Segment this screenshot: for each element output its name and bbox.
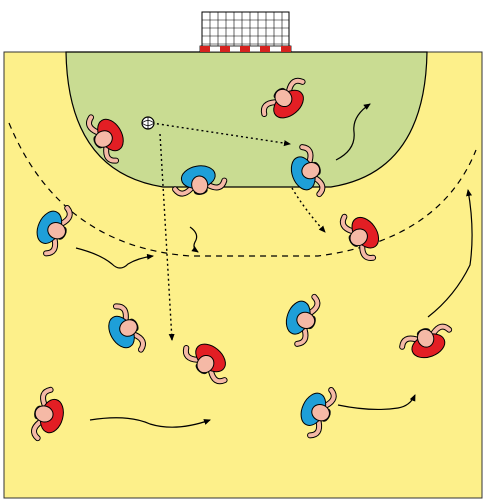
goal: [199, 11, 292, 53]
run-line: [427, 189, 473, 318]
run-line: [189, 226, 199, 253]
pass-line: [159, 133, 175, 341]
run-line: [337, 394, 416, 411]
pass-line: [151, 122, 291, 147]
goal-area: [65, 51, 428, 188]
ball-icon: [141, 116, 155, 130]
run-line: [75, 247, 154, 269]
passes: [151, 122, 326, 341]
run-line: [89, 417, 211, 428]
pass-line: [291, 187, 326, 233]
runs: [75, 103, 473, 428]
run-line: [335, 103, 371, 161]
